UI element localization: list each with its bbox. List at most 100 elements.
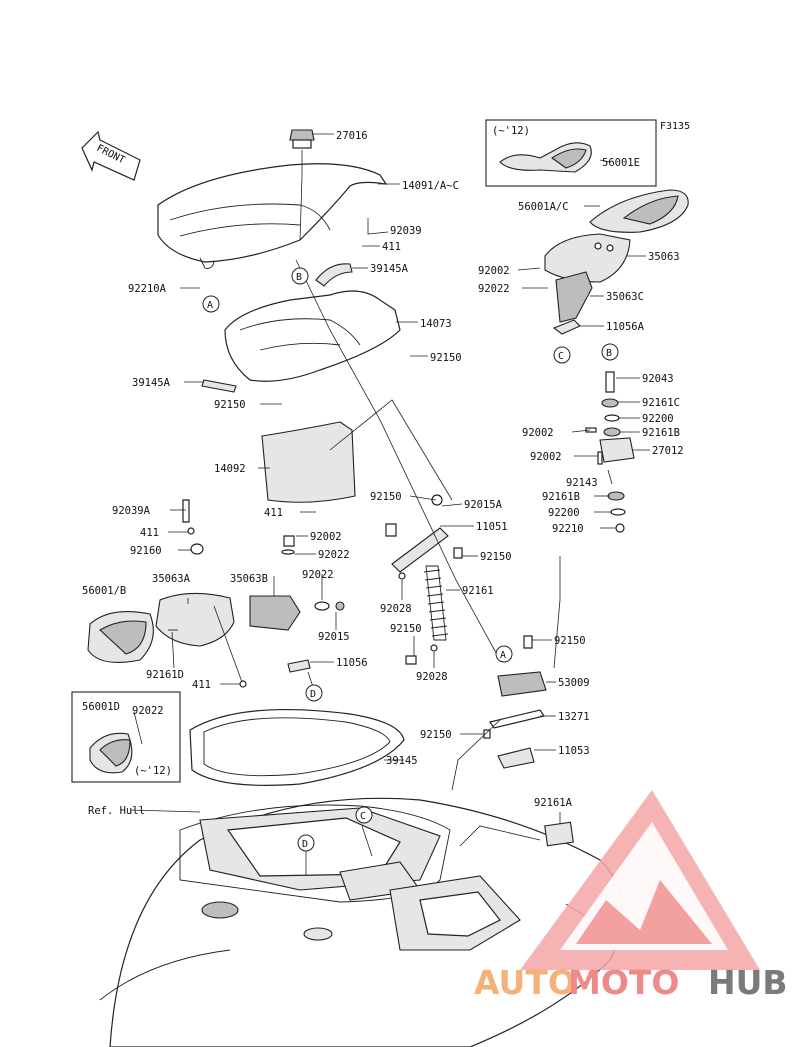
callout-56001d: 56001D [82,701,120,713]
ref-b-top: B [291,267,309,285]
callout-411-left-2: 411 [192,679,211,691]
cover-panel-part [261,421,356,503]
callout-39145a-lower: 39145A [132,377,171,389]
plate-right-part [552,319,581,335]
callout-92161c: 92161C [642,397,680,409]
inset-top-range: (~'12) [492,125,530,137]
hull-part [99,797,624,1047]
cap-part [289,129,315,149]
callout-92161d: 92161D [146,669,184,681]
callout-92143: 92143 [566,477,598,489]
callout-92150: 92150 [430,352,462,364]
callout-14073: 14073 [420,318,452,330]
callout-92210a: 92210A [128,283,167,295]
callout-92200: 92200 [642,413,674,425]
seal-strip-lower-part [201,379,237,393]
callout-14091: 14091/A~C [402,180,459,192]
plate-lower-part [497,747,535,769]
callout-53009: 53009 [558,677,590,689]
callout-92039: 92039 [390,225,422,237]
callout-92015: 92015 [318,631,350,643]
svg-text:B: B [606,348,612,359]
callout-92161: 92161 [462,585,494,597]
callout-92150-lower-right: 92150 [420,729,452,741]
callout-92002: 92002 [478,265,510,277]
callout-11056: 11056 [336,657,368,669]
callout-11056a: 11056A [606,321,645,333]
svg-text:D: D [310,689,316,700]
callout-92022-center-2: 92022 [302,569,334,581]
ref-b-right: B [601,343,619,361]
leader-lines [129,133,650,921]
callout-92150-right: 92150 [554,635,586,647]
strap-part [489,709,545,729]
callout-92002-center: 92002 [310,531,342,543]
callout-14092: 14092 [214,463,246,475]
callout-35063c: 35063C [606,291,644,303]
mirror-bracket-right-part [555,271,593,323]
mirror-left-part [87,611,154,663]
front-arrow-icon: FRONT [81,130,141,181]
svg-text:D: D [302,839,308,850]
callout-39145a: 39145A [370,263,409,275]
inset-top: (~'12) [485,119,657,187]
inset-left: (~'12) [71,691,181,783]
ref-a-center: A [495,645,513,663]
seal-strip-part [315,263,353,287]
ref-hull-label: Ref. Hull [88,805,145,817]
watermark-auto: AUTO [474,963,576,1002]
inset-left-range: (~'12) [134,765,172,777]
svg-text:B: B [296,272,302,283]
gasket-part [189,708,405,786]
callout-92022: 92022 [478,283,510,295]
callout-11051: 11051 [476,521,508,533]
callout-92161b-2: 92161B [542,491,580,503]
callout-39145: 39145 [386,755,418,767]
callout-35063b: 35063B [230,573,268,585]
ref-c-hull: C [355,806,373,824]
ref-a-top: A [202,295,220,313]
latch-part [497,635,547,697]
watermark-moto: MOTO [568,963,679,1002]
seat-part [157,163,388,269]
callout-92161b: 92161B [642,427,680,439]
callout-92039a: 92039A [112,505,151,517]
reference-marks: A B C B D A C D [202,267,619,852]
callout-92150-center: 92150 [370,491,402,503]
callout-411-left: 411 [140,527,159,539]
svg-text:C: C [558,351,564,362]
ref-d-center: D [305,684,323,702]
callout-27012: 27012 [652,445,684,457]
spring-part [423,565,449,641]
callout-92150-center-3: 92150 [390,623,422,635]
callout-92200-2: 92200 [548,507,580,519]
svg-text:A: A [500,650,506,661]
callout-56001e: 56001E [602,157,640,169]
mirror-housing-left-part [155,592,235,647]
callout-13271: 13271 [558,711,590,723]
hardware-stack-right [585,371,635,533]
ref-d-hull: D [297,834,315,852]
callout-labels: 27016 14091/A~C 92039 411 39145A 92210A … [82,130,684,817]
callout-11053: 11053 [558,745,590,757]
callout-411-lower: 411 [264,507,283,519]
svg-text:C: C [360,811,366,822]
callout-411: 411 [382,241,401,253]
callout-56001ac: 56001A/C [518,201,569,213]
callout-35063: 35063 [648,251,680,263]
callout-92150-lower: 92150 [214,399,246,411]
pad-part [544,821,574,847]
callout-56001b: 56001/B [82,585,126,597]
mirror-bracket-left-part [249,595,301,631]
center-hardware [385,494,463,665]
callout-35063a: 35063A [152,573,191,585]
callout-27016: 27016 [336,130,368,142]
figure-code: F3135 [660,121,690,132]
svg-text:A: A [207,300,213,311]
callout-92160: 92160 [130,545,162,557]
callout-92022-center: 92022 [318,549,350,561]
callout-92161a: 92161A [534,797,573,809]
callout-92043: 92043 [642,373,674,385]
callout-92210: 92210 [552,523,584,535]
